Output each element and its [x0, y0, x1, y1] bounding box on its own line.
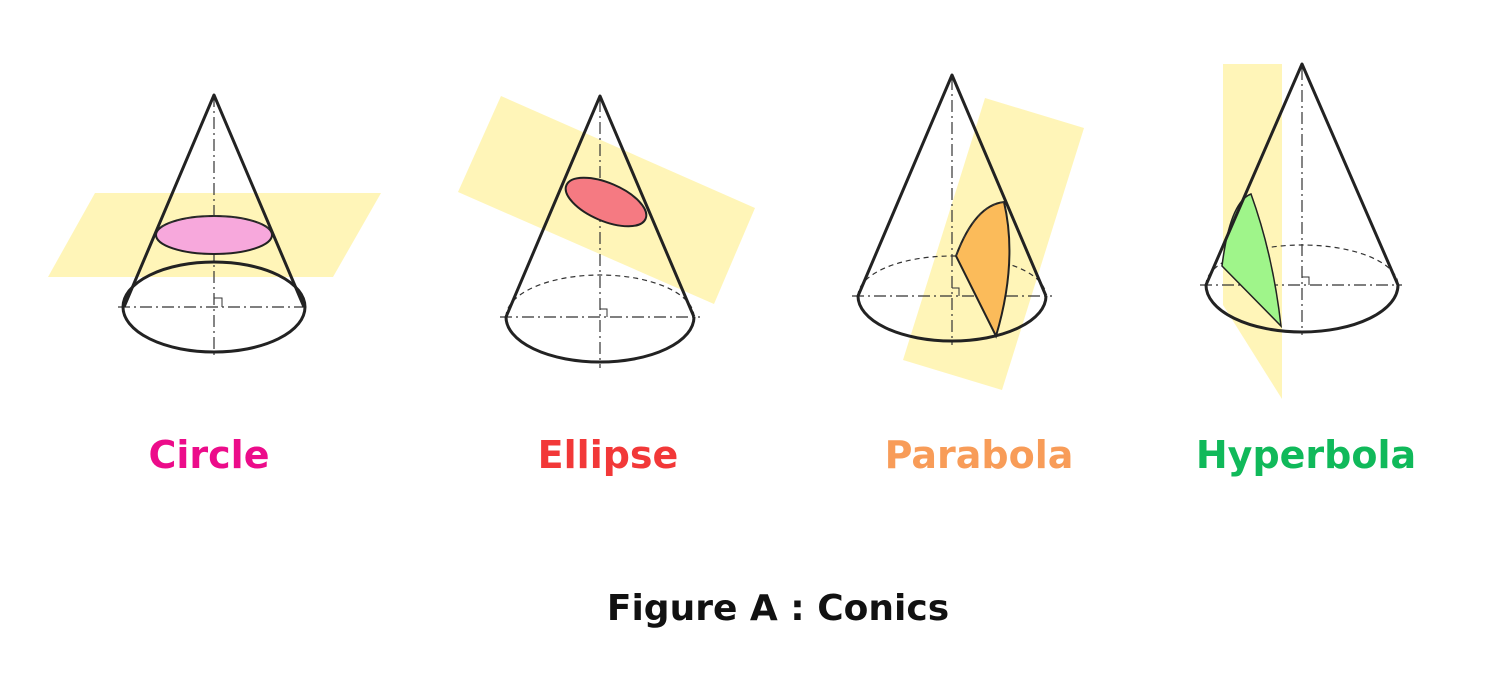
- ellipse-base-hidden-edge: [505, 274, 695, 318]
- parabola-section: [954, 200, 1011, 339]
- hyperbola-base-hidden-edge: [1205, 244, 1399, 286]
- circle-section: [155, 215, 273, 255]
- circle-right-angle-mark: [214, 297, 223, 307]
- circle-panel: [48, 93, 381, 355]
- hyperbola-cone-base: [1204, 284, 1400, 334]
- circle-cone-sides: [122, 93, 306, 308]
- hyperbola-panel: [1200, 62, 1402, 399]
- hyperbola-right-angle-mark: [1302, 276, 1310, 285]
- ellipse-panel: [458, 94, 755, 368]
- circle-cone-base: [121, 260, 307, 354]
- circle-label: Circle: [148, 433, 270, 477]
- parabola-label: Parabola: [884, 433, 1074, 477]
- parabola-section-hidden-edge: [955, 201, 1005, 257]
- ellipse-right-angle-mark: [600, 308, 608, 317]
- parabola-base-hidden-edge: [857, 255, 1047, 297]
- parabola-cone-sides: [856, 73, 1048, 297]
- hyperbola-cone-sides: [1204, 62, 1400, 286]
- figure-caption: Figure A : Conics: [606, 588, 950, 629]
- ellipse-cone-sides: [504, 94, 696, 318]
- parabola-cone-base: [856, 295, 1048, 343]
- ellipse-section: [564, 176, 648, 228]
- parabola-panel: [852, 73, 1084, 390]
- hyperbola-label: Hyperbola: [1195, 433, 1417, 477]
- parabola-right-angle-mark: [952, 287, 960, 296]
- ellipse-cone-base: [504, 316, 696, 364]
- ellipse-label: Ellipse: [537, 433, 679, 477]
- circle-section-hidden-edge: [155, 215, 273, 236]
